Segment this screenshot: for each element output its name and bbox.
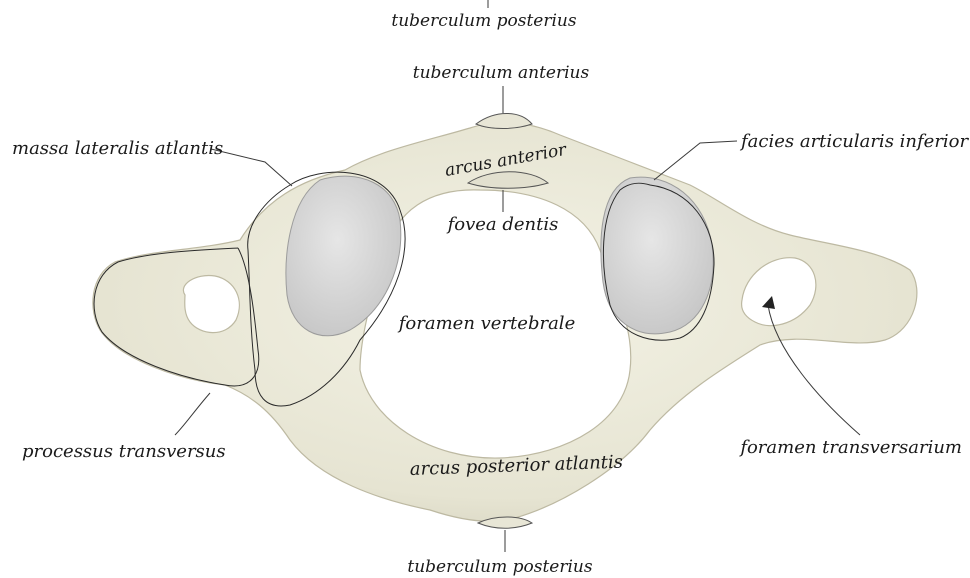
leader-processus-transversus bbox=[175, 393, 210, 435]
label-bottom-tuberculum-posterius: tuberculum posterius bbox=[407, 557, 592, 577]
label-fovea-dentis: fovea dentis bbox=[446, 214, 559, 235]
label-foramen-vertebrale: foramen vertebrale bbox=[397, 313, 575, 334]
label-top-tuberculum-posterius: tuberculum posterius bbox=[391, 11, 576, 31]
label-foramen-transversarium: foramen transversarium bbox=[738, 437, 962, 458]
tuberculum-anterius-mark bbox=[476, 114, 532, 129]
left-articular-facet bbox=[286, 176, 401, 336]
label-facies-articularis-inferior: facies articularis inferior bbox=[739, 131, 970, 152]
label-tuberculum-anterius: tuberculum anterius bbox=[413, 63, 590, 83]
label-processus-transversus: processus transversus bbox=[22, 441, 226, 462]
arrowhead-foramen-transversarium bbox=[762, 296, 775, 309]
leader-facies-articularis bbox=[654, 141, 737, 180]
label-massa-lateralis-atlantis: massa lateralis atlantis bbox=[12, 138, 223, 159]
